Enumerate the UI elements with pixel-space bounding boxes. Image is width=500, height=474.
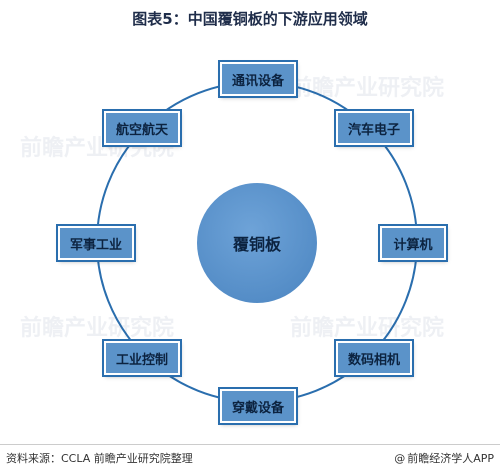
at-icon: @ <box>394 451 406 465</box>
node-bottom: 穿戴设备 <box>220 389 296 423</box>
brand-label: 前瞻经济学人APP <box>407 452 494 465</box>
node-bottom-right: 数码相机 <box>336 341 412 375</box>
node-top-left: 航空航天 <box>104 111 180 145</box>
source-note: 资料来源：CCLA 前瞻产业研究院整理 <box>6 452 193 465</box>
footer: 资料来源：CCLA 前瞻产业研究院整理 @ 前瞻经济学人APP <box>0 444 500 468</box>
brand: @ 前瞻经济学人APP <box>394 450 494 466</box>
node-right: 计算机 <box>380 226 446 260</box>
node-top: 通讯设备 <box>220 62 296 96</box>
figure-title: 图表5：中国覆铜板的下游应用领域 <box>132 10 368 28</box>
center-node: 覆铜板 <box>197 183 317 303</box>
node-left: 军事工业 <box>58 226 134 260</box>
node-top-right: 汽车电子 <box>336 111 412 145</box>
node-bottom-left: 工业控制 <box>104 341 180 375</box>
